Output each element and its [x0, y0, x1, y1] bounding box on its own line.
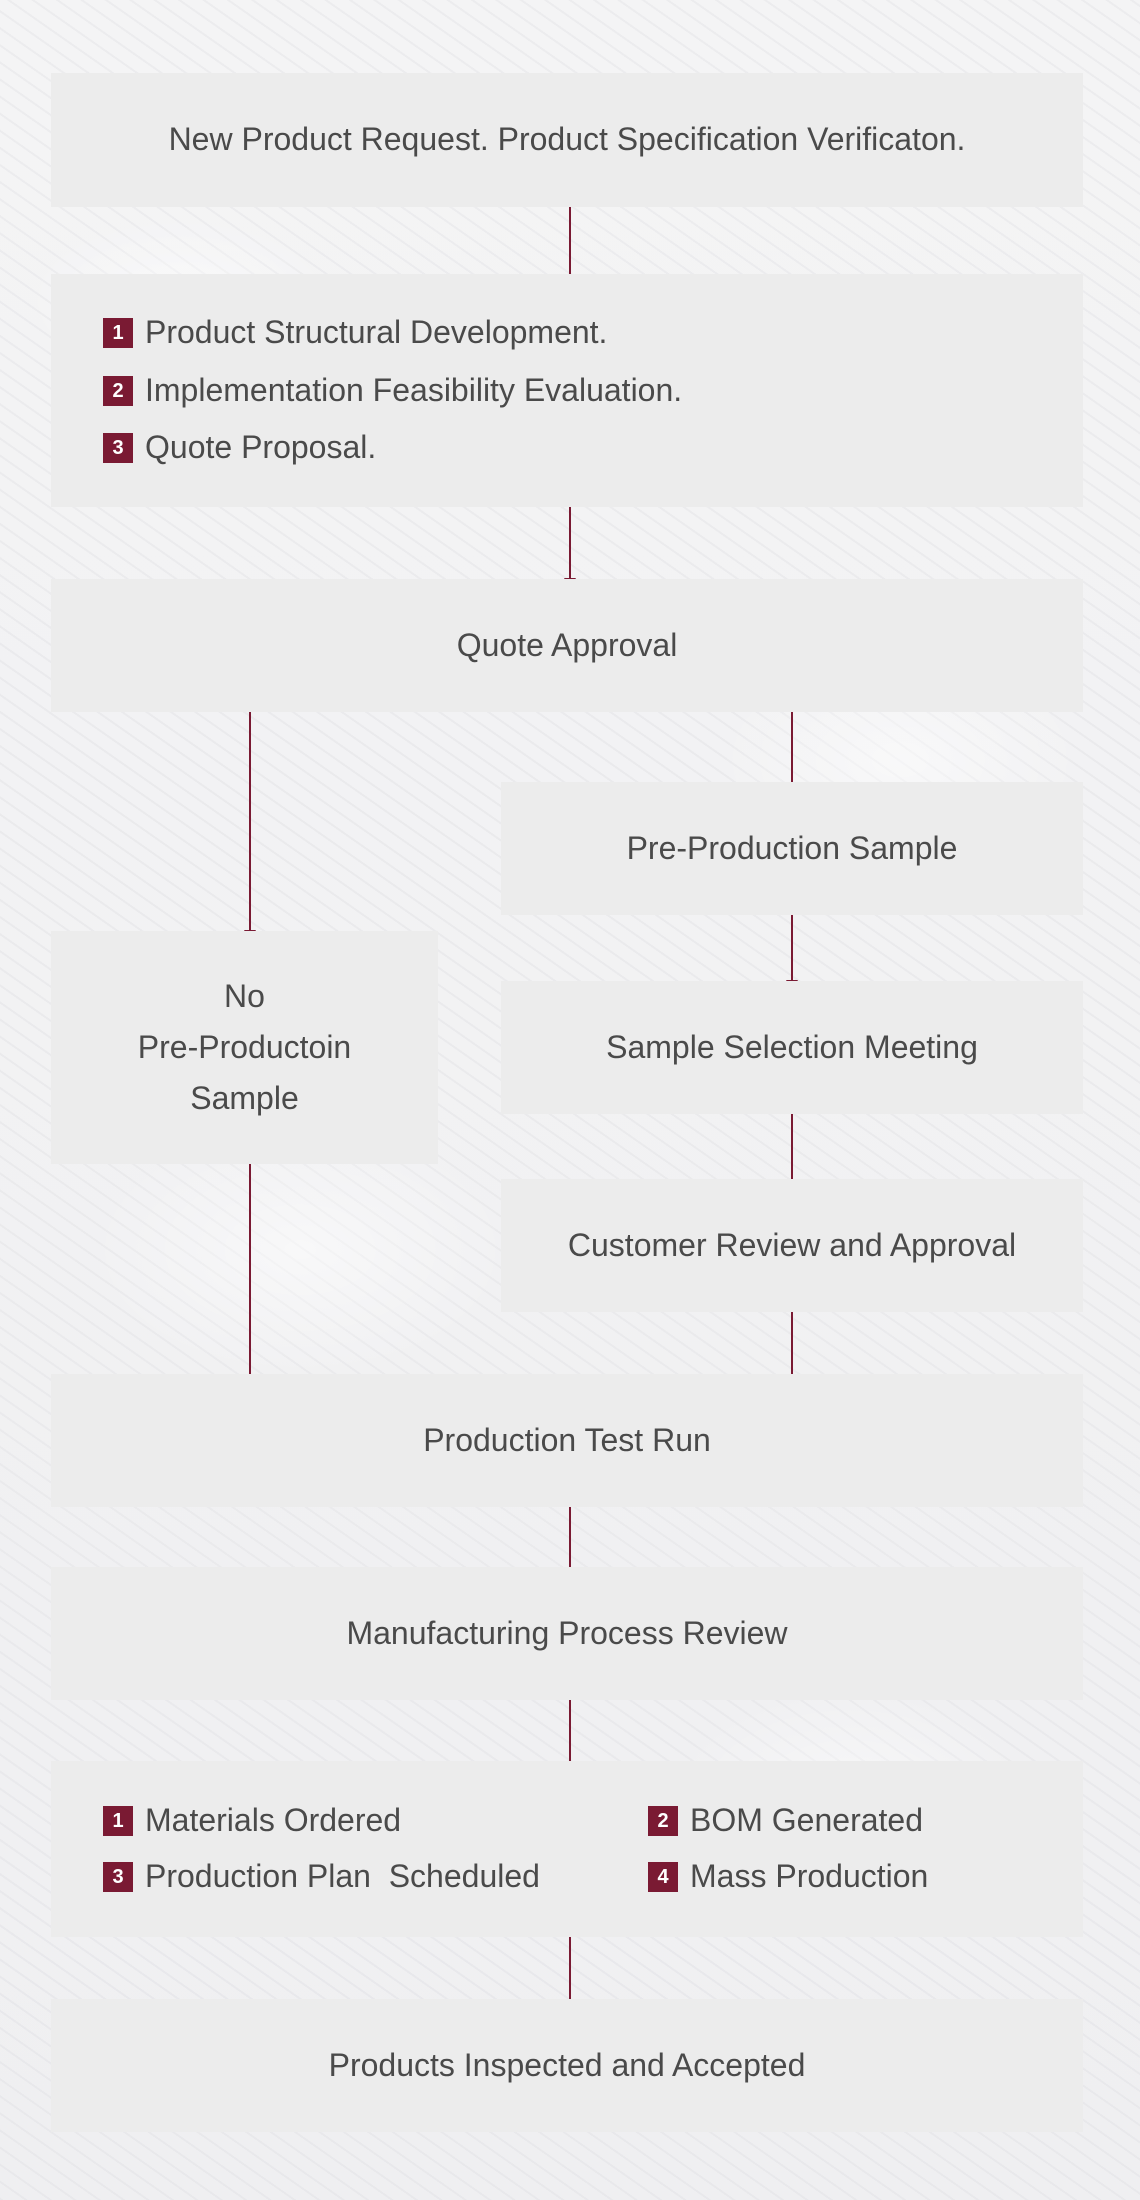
list-item: 3 Quote Proposal. — [103, 423, 682, 473]
list-item: 1 Materials Ordered — [103, 1796, 648, 1846]
list-item-label: Quote Proposal. — [145, 429, 377, 466]
list-item-label: Product Structural Development. — [145, 314, 608, 351]
production-task-grid: 1 Materials Ordered 2 BOM Generated 3 Pr… — [103, 1796, 978, 1901]
no-sample-label-line: No — [224, 977, 265, 1014]
list-item: 1 Product Structural Development. — [103, 308, 682, 358]
number-badge: 3 — [103, 1861, 133, 1892]
step-quote-approval: Quote Approval — [51, 579, 1083, 712]
step-products-inspected-label: Products Inspected and Accepted — [328, 2046, 806, 2083]
step-quote-approval-label: Quote Approval — [456, 626, 678, 663]
list-item: 3 Production Plan Scheduled — [103, 1852, 648, 1902]
list-item-label: Implementation Feasibility Evaluation. — [145, 371, 683, 408]
number-badge: 3 — [103, 433, 133, 464]
step-pre-production-sample: Pre-Production Sample — [501, 782, 1083, 915]
step-pre-production-sample-label: Pre-Production Sample — [626, 829, 958, 866]
number-badge: 2 — [103, 375, 133, 406]
step-production-test-run: Production Test Run — [51, 1374, 1083, 1507]
number-badge: 1 — [103, 1806, 133, 1837]
step-sample-selection-meeting-label: Sample Selection Meeting — [606, 1028, 978, 1065]
number-badge: 4 — [648, 1861, 678, 1892]
list-item-label: BOM Generated — [690, 1802, 923, 1839]
list-item: 2 Implementation Feasibility Evaluation. — [103, 366, 682, 416]
step-products-inspected: Products Inspected and Accepted — [51, 1999, 1083, 2132]
list-item-label: Materials Ordered — [145, 1802, 402, 1839]
list-item: 4 Mass Production — [648, 1852, 978, 1902]
list-item-label: Mass Production — [690, 1858, 929, 1894]
step-sample-selection-meeting: Sample Selection Meeting — [501, 981, 1083, 1114]
step-customer-review-label: Customer Review and Approval — [567, 1226, 1017, 1263]
step-manufacturing-process-review-label: Manufacturing Process Review — [346, 1614, 788, 1651]
no-sample-label-line: Sample — [190, 1080, 299, 1117]
step-new-product-request-label: New Product Request. Product Specificati… — [168, 121, 966, 158]
list-item: 2 BOM Generated — [648, 1796, 978, 1846]
development-list: 1 Product Structural Development. 2 Impl… — [103, 308, 682, 473]
step-development-list: 1 Product Structural Development. 2 Impl… — [51, 274, 1083, 507]
list-item-label: Production Plan Scheduled — [145, 1858, 540, 1894]
step-production-tasks: 1 Materials Ordered 2 BOM Generated 3 Pr… — [51, 1761, 1083, 1937]
step-manufacturing-process-review: Manufacturing Process Review — [51, 1567, 1083, 1700]
step-no-pre-production-sample: No Pre-Productoin Sample — [51, 931, 438, 1164]
no-sample-label-line: Pre-Productoin — [137, 1028, 352, 1065]
step-customer-review: Customer Review and Approval — [501, 1179, 1083, 1312]
step-production-test-run-label: Production Test Run — [423, 1421, 711, 1458]
number-badge: 2 — [648, 1806, 678, 1837]
number-badge: 1 — [103, 317, 133, 348]
step-new-product-request: New Product Request. Product Specificati… — [51, 73, 1083, 207]
